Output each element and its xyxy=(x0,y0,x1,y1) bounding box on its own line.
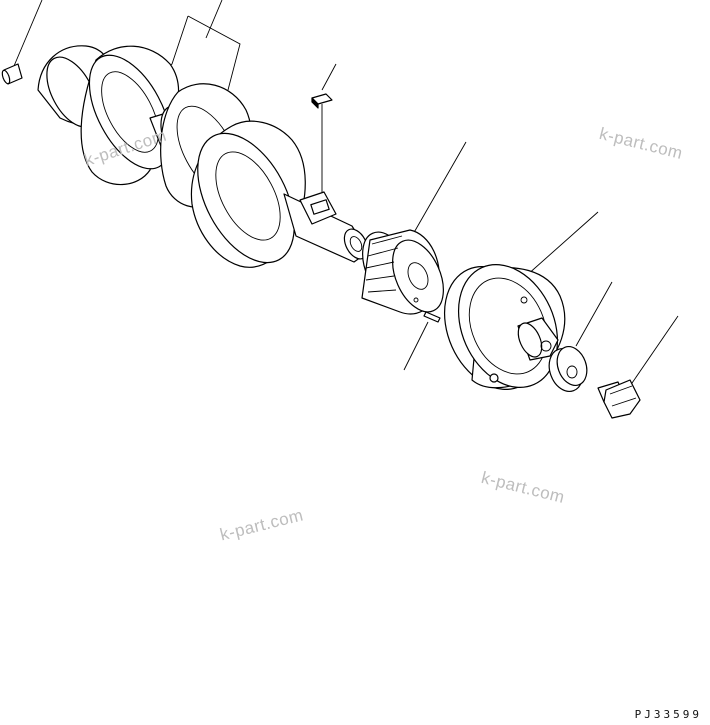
drawing-code: PJ33599 xyxy=(634,708,702,721)
crankshaft-gear-part xyxy=(361,229,444,315)
leader-line-pin xyxy=(13,0,43,67)
leader-line-gear xyxy=(411,141,467,237)
crankshaft-part xyxy=(37,45,369,268)
bolt-part xyxy=(597,379,641,419)
leader-line-crankshaft xyxy=(205,0,223,39)
washer-part xyxy=(548,346,588,392)
leader-line-pulley xyxy=(525,211,599,277)
leader-line-washer xyxy=(575,281,613,347)
key-part xyxy=(311,93,333,109)
leader-line-dowel xyxy=(403,321,429,371)
leader-line-crankshaft-right xyxy=(187,15,241,91)
leader-lines xyxy=(13,0,679,387)
dowel-pin-part xyxy=(423,311,441,323)
leader-line-bolt xyxy=(629,315,679,387)
pulley-part xyxy=(443,264,566,390)
leader-line-crankshaft-left xyxy=(167,15,189,69)
pin-part xyxy=(1,63,23,85)
leader-line-key xyxy=(321,63,337,91)
